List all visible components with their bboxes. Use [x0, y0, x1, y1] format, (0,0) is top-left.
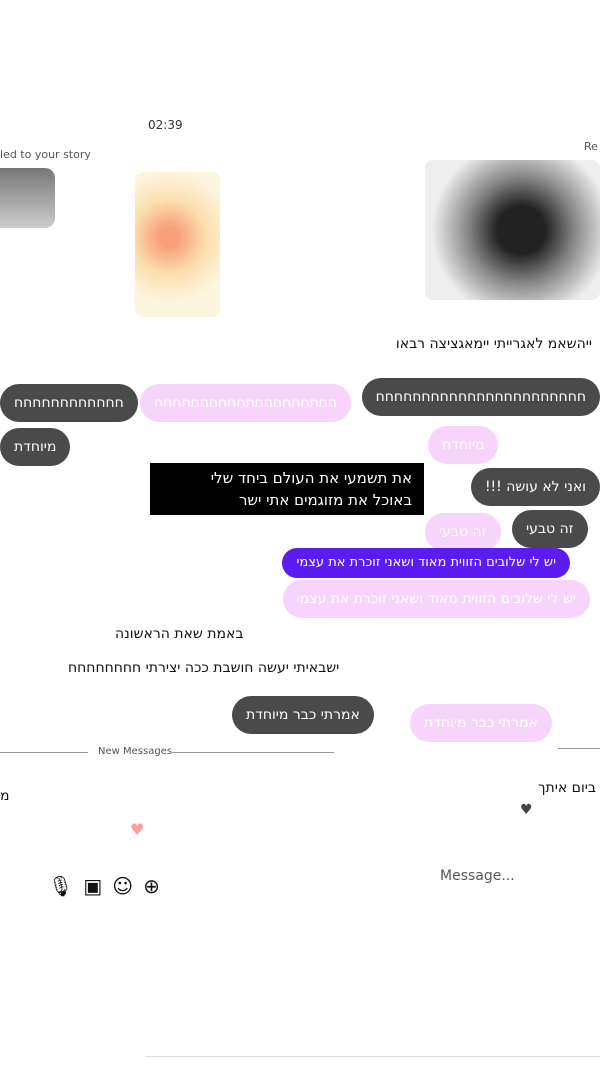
message-bubble[interactable]: אמרתי כבר מיוחדת	[232, 696, 374, 734]
message-bubble[interactable]: מיוחדת	[428, 426, 499, 464]
message-bubble[interactable]: זה טבעי	[512, 510, 588, 548]
message: ישבאיתי יעשה חושבת ככה יצירתי חחחחחחחח	[68, 660, 340, 676]
new-messages-label: New Messages	[98, 746, 173, 757]
divider	[558, 748, 600, 749]
message-line: את תשמעי את העולם ביחד שלי	[210, 469, 412, 487]
message-input[interactable]: Message...	[440, 868, 515, 884]
message-bubble[interactable]: יש לי שלובים הזווית מאוד ושאני זוכרת את …	[282, 548, 570, 578]
message: באמת שאת הראשונה	[115, 626, 244, 642]
sticker-icon[interactable]: ☺	[112, 874, 144, 898]
message-bubble[interactable]: חחחחחחחחחחחחחחחחחחחחחחח	[361, 378, 600, 416]
message: ייהשאמ לאגרייתי יימאגציצה רבאו	[395, 336, 592, 352]
message: ביום איתך	[538, 780, 596, 796]
message-bubble[interactable]: יש לי שלובים הזווית מאוד ושאני זוכרת את …	[282, 580, 590, 618]
composer-icons: 🎙▣☺⊕	[48, 874, 170, 898]
heart-icon[interactable]: ♥	[130, 820, 145, 839]
message-overlay: את תשמעי את העולם ביחד שלי באוכל את מזוג…	[150, 463, 424, 515]
image-icon[interactable]: ▣	[83, 874, 113, 898]
message-bubble[interactable]: מיוחדת	[0, 428, 71, 466]
divider	[145, 1056, 600, 1057]
story-thumbnail[interactable]	[135, 172, 220, 317]
plus-icon[interactable]: ⊕	[143, 874, 170, 898]
message: מ	[0, 788, 10, 804]
message-line: באוכל את מזוגמים אתי ישר	[238, 491, 412, 509]
story-reply-label: led to your story	[0, 148, 91, 161]
message-bubble[interactable]: חחחחחחחחחחחחחחחחחחחח	[140, 384, 351, 422]
divider	[172, 752, 334, 753]
story-reply-label-right: Re	[584, 140, 598, 153]
heart-icon: ♥	[520, 802, 533, 818]
message-bubble[interactable]: ואני לא עושה !!!	[470, 468, 600, 506]
message-bubble[interactable]: חחחחחחחחחחחח	[0, 384, 138, 422]
message-bubble[interactable]: זה טבעי	[425, 513, 501, 551]
story-thumbnail[interactable]	[0, 168, 55, 228]
divider	[0, 752, 88, 753]
message-bubble[interactable]: אמרתי כבר מיוחדת	[410, 704, 552, 742]
story-thumbnail[interactable]	[425, 160, 600, 300]
mic-icon[interactable]: 🎙	[48, 874, 84, 898]
timestamp: 02:39	[148, 118, 183, 132]
